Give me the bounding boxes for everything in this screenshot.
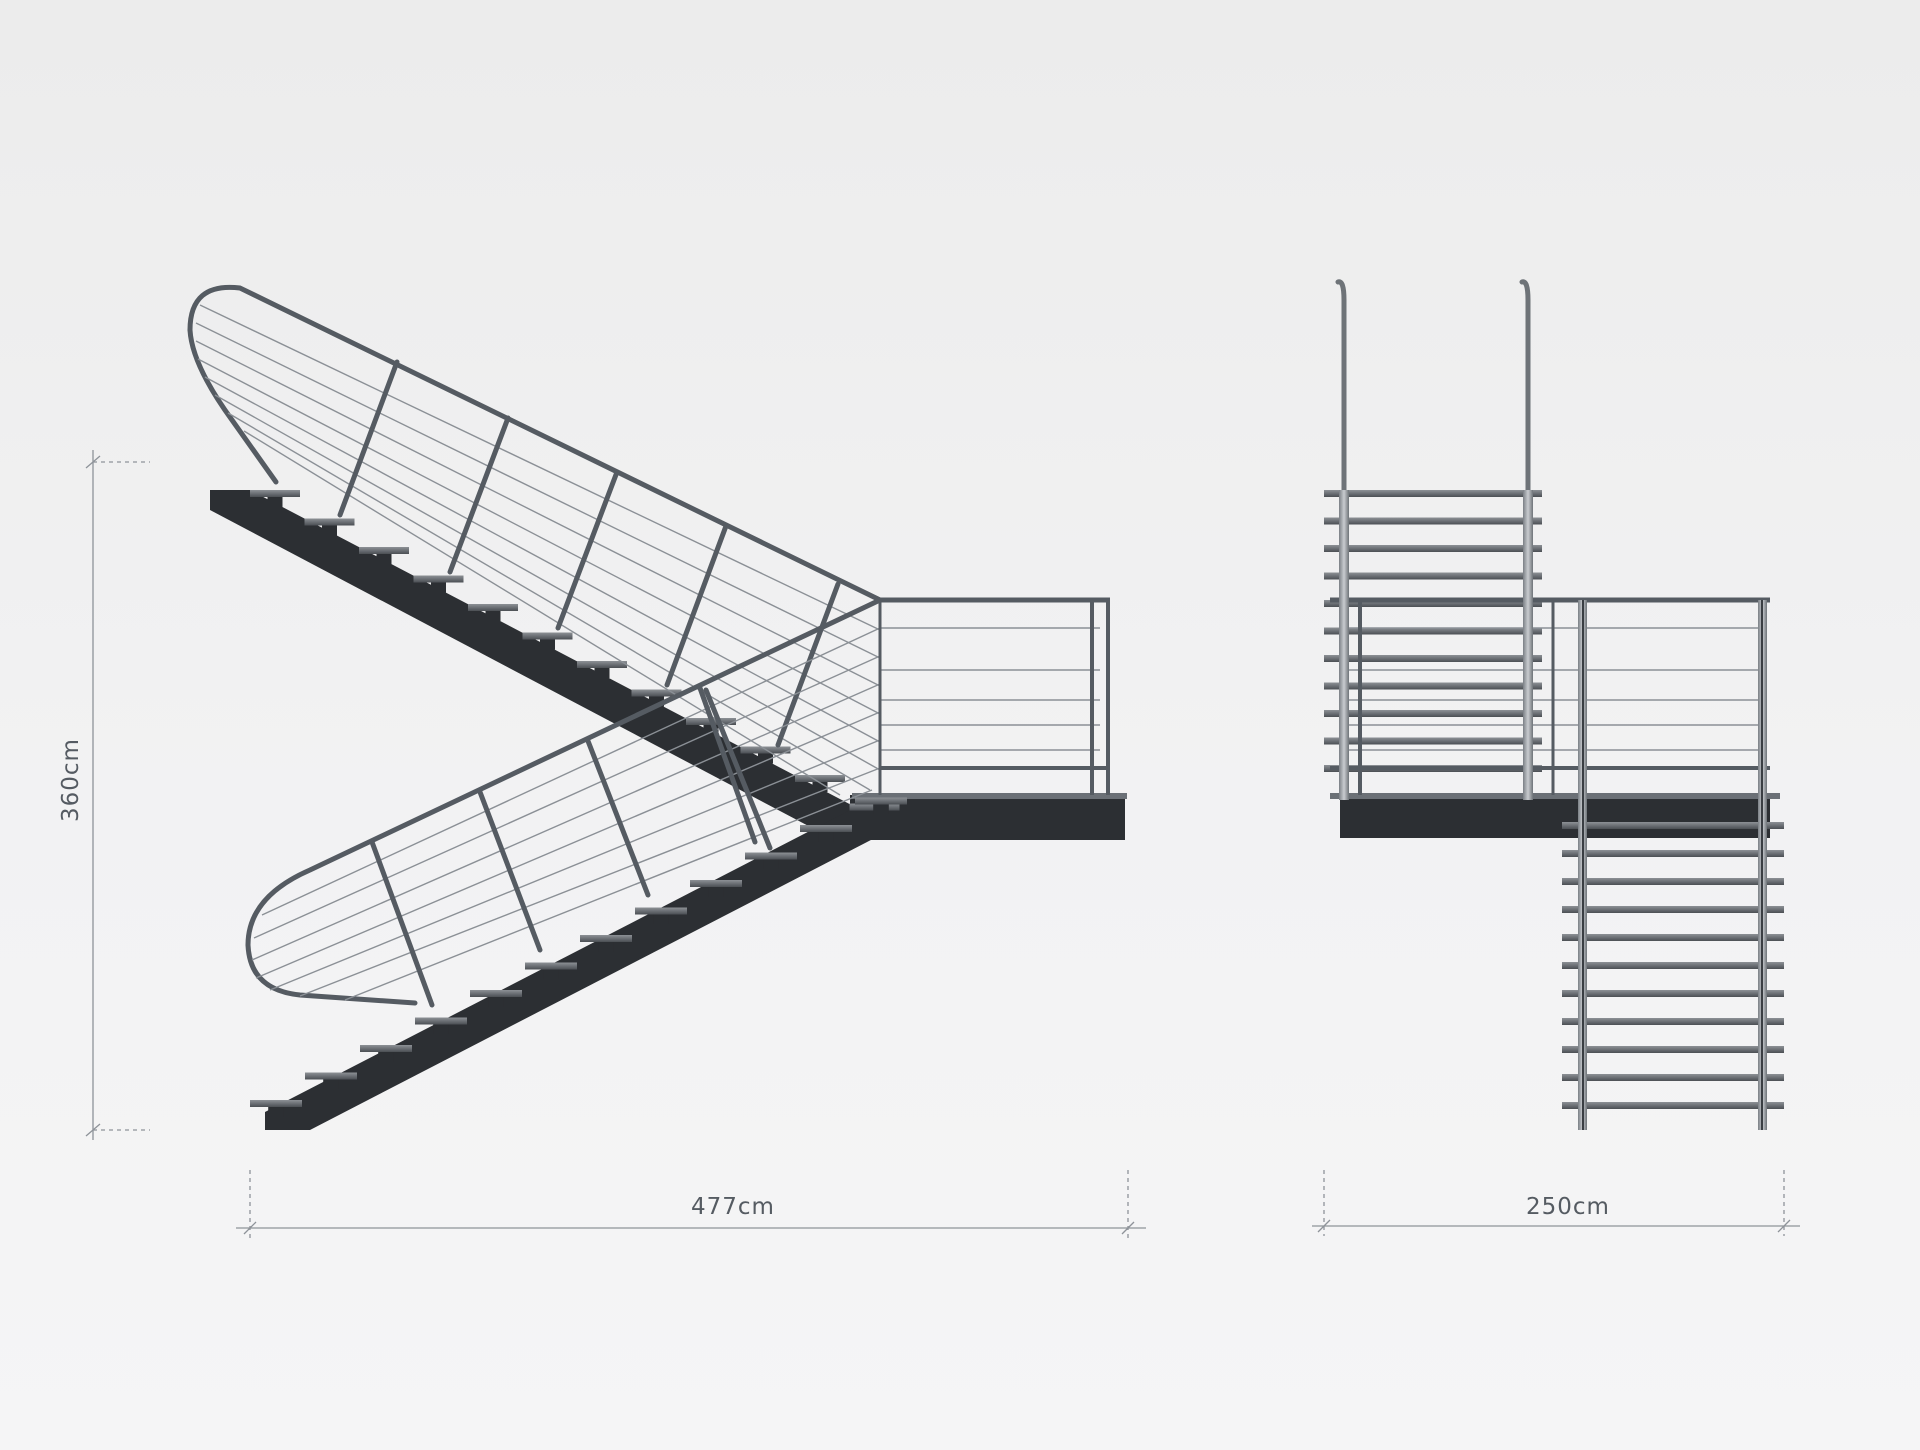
- front-upper-tread: [1324, 627, 1542, 635]
- upper-tread-bracket: [649, 696, 664, 707]
- front-lower-tread: [1562, 1102, 1784, 1109]
- front-upper-tread: [1324, 655, 1542, 662]
- upper-railing-end-curve: [187, 327, 279, 485]
- lower-tread: [250, 1100, 302, 1107]
- upper-tread: [413, 575, 464, 583]
- lower-tread-bracket: [653, 914, 669, 925]
- front-upper-tread: [1324, 682, 1542, 690]
- front-lower-tread: [1562, 990, 1784, 997]
- front-upper-tread: [1324, 545, 1542, 552]
- front-landing-slab: [1340, 795, 1770, 838]
- lower-tread: [415, 1017, 467, 1025]
- height-label: 360cm: [58, 738, 84, 822]
- front-width-label: 250cm: [1526, 1194, 1610, 1220]
- upper-tread: [631, 689, 682, 697]
- front-lower-tread: [1562, 822, 1784, 829]
- upper-railing-posts: [337, 359, 841, 748]
- lower-tread-bracket: [378, 1052, 394, 1062]
- lower-railing: [245, 597, 883, 1008]
- front-upper-tread: [1324, 490, 1542, 497]
- lower-stringer: [265, 805, 900, 1130]
- upper-tread-bracket: [594, 668, 610, 678]
- front-upper-post-left: [1339, 490, 1349, 800]
- lower-tread-bracket: [818, 832, 834, 842]
- front-upper-post-right: [1523, 490, 1533, 800]
- front-upper-tread: [1324, 600, 1542, 607]
- front-upper-treads: [1324, 490, 1542, 772]
- lower-tread: [305, 1072, 357, 1080]
- front-upper-tread: [1324, 572, 1542, 580]
- lower-handrail: [245, 597, 883, 948]
- lower-tread: [525, 962, 577, 970]
- lower-tread-bracket: [543, 969, 559, 980]
- front-lower-tread: [1562, 1018, 1784, 1025]
- lower-flight-treads: [250, 797, 907, 1117]
- upper-tread: [468, 604, 518, 611]
- lower-railing-end-curve: [245, 942, 418, 1006]
- upper-stringer: [210, 490, 880, 840]
- lower-tread-bracket: [323, 1079, 339, 1090]
- lower-tread: [635, 907, 687, 915]
- upper-tread: [359, 547, 409, 554]
- lower-tread: [745, 852, 797, 860]
- dimension-side-width: [236, 1170, 1146, 1238]
- front-elevation: [1324, 279, 1784, 1130]
- front-lower-treads: [1562, 822, 1784, 1109]
- lower-tread-bracket: [873, 804, 889, 815]
- upper-tread: [522, 632, 573, 640]
- front-lower-tread: [1562, 878, 1784, 885]
- lower-tread: [360, 1045, 412, 1052]
- lower-tread: [690, 880, 742, 887]
- front-upper-tread: [1324, 737, 1542, 745]
- front-lower-tread: [1562, 962, 1784, 969]
- upper-tread: [577, 661, 627, 668]
- upper-railing: [187, 284, 883, 796]
- front-upper-tread: [1324, 517, 1542, 525]
- front-upper-handrails: [1335, 279, 1531, 493]
- landing-railing: [878, 597, 1110, 795]
- front-lower-tread: [1562, 850, 1784, 857]
- front-lower-tread: [1562, 934, 1784, 941]
- front-lower-tread: [1562, 1074, 1784, 1081]
- lower-tread-bracket: [433, 1024, 449, 1035]
- upper-tread-bracket: [540, 639, 555, 650]
- upper-tread: [250, 490, 300, 497]
- upper-tread-bracket: [267, 497, 283, 507]
- front-landing-edge: [1330, 793, 1780, 799]
- front-upper-tread: [1324, 710, 1542, 717]
- side-elevation: [187, 284, 1127, 1130]
- lower-tread-bracket: [708, 887, 724, 897]
- landing-edge: [852, 793, 1127, 799]
- lower-tread: [855, 797, 907, 805]
- lower-tread-bracket: [763, 859, 779, 870]
- lower-tread: [470, 990, 522, 997]
- upper-tread-bracket: [376, 554, 392, 564]
- upper-tread: [795, 775, 845, 782]
- lower-tread-bracket: [598, 942, 614, 952]
- front-lower-tread: [1562, 906, 1784, 913]
- lower-tread-bracket: [488, 997, 504, 1007]
- dimension-height: [85, 450, 150, 1140]
- lower-railing-cables: [251, 627, 881, 1001]
- upper-tread-bracket: [758, 753, 773, 764]
- upper-tread-bracket: [703, 725, 719, 735]
- upper-tread-bracket: [812, 782, 828, 792]
- dimension-front-width: [1312, 1170, 1800, 1236]
- upper-flight-treads: [250, 490, 900, 821]
- upper-tread-bracket: [485, 611, 501, 621]
- upper-tread-bracket: [867, 810, 882, 821]
- front-lower-tread: [1562, 1046, 1784, 1053]
- lower-tread: [580, 935, 632, 942]
- upper-handrail: [187, 284, 883, 603]
- lower-tread-bracket: [268, 1107, 284, 1117]
- upper-tread-bracket: [431, 582, 446, 593]
- side-width-label: 477cm: [691, 1194, 775, 1220]
- lower-railing-posts: [369, 685, 773, 1008]
- upper-tread-bracket: [322, 525, 337, 536]
- lower-tread: [800, 825, 852, 832]
- upper-tread: [304, 518, 355, 526]
